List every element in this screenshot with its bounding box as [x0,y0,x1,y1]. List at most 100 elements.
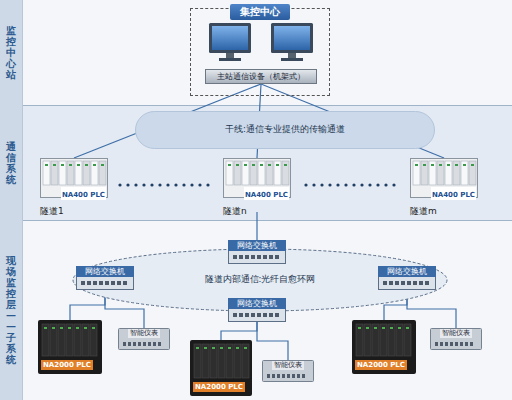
column-separator [22,0,23,400]
equipment-label: 主站通信设备（机架式） [217,71,305,82]
band-ground [0,220,512,400]
smart-meter: 智能仪表 [118,328,170,350]
ellipsis-dot [336,183,339,186]
trunk-band: 干线:通信专业提供的传输通道 [135,111,435,149]
ring-shape [73,249,447,311]
na400-plc: NA400 PLC隧道1 [40,158,108,212]
band-separator [0,105,512,106]
na2000-plc: NA2000 PLC [38,320,102,374]
ellipsis-dot [150,183,153,186]
switch-label: 网络交换机 [237,240,277,251]
ellipsis-dot [352,183,355,186]
text-holder: 网络交换机 [228,298,286,309]
band-ground [0,105,512,220]
ellipsis-dot [118,183,121,186]
text-holder: 隧道m [410,199,437,218]
plc-model: NA400 PLC [245,191,288,199]
text-holder: NA2000 PLC [355,360,407,370]
ellipsis-dot [198,183,201,186]
text-holder: 监控中心站 [0,0,22,105]
tunnel-label: 隧道1 [40,206,64,216]
text-holder: 网络交换机 [378,266,436,277]
na400-plc-drawing [410,158,478,212]
text-holder: 智能仪表 [118,329,170,338]
ellipsis-dot [328,183,331,186]
ellipsis-dot [158,183,161,186]
text-holder: 智能仪表 [262,361,314,370]
meter-label: 智能仪表 [272,361,304,370]
plc-model: NA400 PLC [432,191,475,199]
rack-equipment: 主站通信设备（机架式） [205,69,317,84]
switch-label: 网络交换机 [85,266,125,277]
text-holder: 隧道n [223,199,247,218]
smart-meter: 智能仪表 [430,328,482,350]
computer-icon [271,23,313,61]
text-holder: NA400 PLC [431,187,476,200]
plc-model: NA2000 PLC [193,382,245,392]
text-holder: NA2000 PLC [41,360,93,370]
ellipsis-dot [134,183,137,186]
text-holder: 智能仪表 [430,329,482,338]
control-center-box: 主站通信设备（机架式）集控中心 [190,8,330,96]
network-switch: 网络交换机 [228,240,286,264]
ellipsis-dot [142,183,145,186]
text-holder: 主站通信设备（机架式） [206,70,316,83]
plc-model: NA2000 PLC [41,360,93,370]
layer-label: 现场监控层——子系统 [6,255,16,365]
band-separator [0,220,512,221]
text-holder: 隧道1 [40,199,64,218]
ellipsis-dot [174,183,177,186]
ellipsis-dot [126,183,129,186]
ellipsis-dot [312,183,315,186]
layer-band: 隧道内部通信:光纤自愈环网网络交换机网络交换机网络交换机网络交换机NA2000 … [0,220,512,400]
tunnel-label: 隧道n [223,206,247,216]
plc-model: NA400 PLC [62,191,105,199]
na400-plc-drawing [223,158,291,212]
computer-icon [209,23,251,61]
text-holder: 网络交换机 [76,266,134,277]
layer-label: 通信系统 [6,141,16,185]
ellipsis-dot [166,183,169,186]
meter-label: 智能仪表 [128,329,160,338]
ellipsis-dot [304,183,307,186]
network-switch: 网络交换机 [378,266,436,290]
ellipsis-dot [190,183,193,186]
text-holder: NA400 PLC [244,187,289,200]
ellipsis-dot [182,183,185,186]
plc-model: NA2000 PLC [355,360,407,370]
connector [257,322,288,360]
text-holder: 现场监控层——子系统 [0,220,22,400]
text-holder: 集控中心 [230,4,290,20]
ellipsis-dot [384,183,387,186]
na2000-plc: NA2000 PLC [352,320,416,374]
layer-label: 监控中心站 [6,25,16,80]
ellipsis-dot [368,183,371,186]
ellipsis-dot [376,183,379,186]
network-switch: 网络交换机 [76,266,134,290]
smart-meter: 智能仪表 [262,360,314,382]
text-holder: NA400 PLC [61,187,106,200]
network-switch: 网络交换机 [228,298,286,322]
ellipsis-dot [344,183,347,186]
na400-plc: NA400 PLC隧道m [410,158,478,212]
connector [256,212,257,240]
switch-label: 网络交换机 [387,266,427,277]
text-holder: 通信系统 [0,105,22,220]
ellipsis-dot [206,183,209,186]
connector [221,322,257,340]
trunk-shape [136,112,435,149]
ellipsis-dot [360,183,363,186]
text-holder: 干线:通信专业提供的传输通道 [135,111,435,149]
switch-label: 网络交换机 [237,298,277,309]
band-ground [0,0,512,105]
na400-plc: NA400 PLC隧道n [223,158,291,212]
ellipsis-dot [392,183,395,186]
meter-label: 智能仪表 [440,329,472,338]
text-holder: 网络交换机 [228,240,286,251]
layer-band: 主站通信设备（机架式）集控中心监控中心站 [0,0,512,105]
ellipsis-dot [320,183,323,186]
layer-band: 干线:通信专业提供的传输通道NA400 PLC隧道1NA400 PLC隧道nNA… [0,105,512,220]
na2000-plc: NA2000 PLC [190,340,252,396]
text-holder: NA2000 PLC [193,382,245,392]
